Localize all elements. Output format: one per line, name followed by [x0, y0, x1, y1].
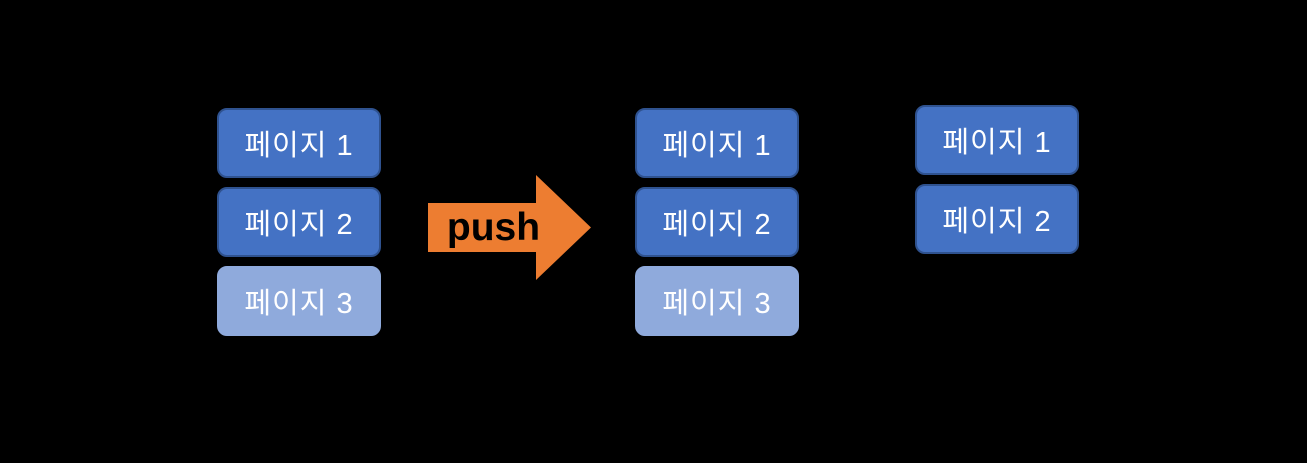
page-box-light: 페이지 3	[635, 266, 799, 336]
right-page-stack: 페이지 1 페이지 2	[915, 105, 1079, 254]
page-box-light: 페이지 3	[217, 266, 381, 336]
push-label: push	[446, 206, 541, 249]
page-box: 페이지 1	[217, 108, 381, 178]
page-box-label: 페이지 3	[244, 288, 354, 320]
page-box-label: 페이지 2	[662, 209, 772, 241]
page-box-label: 페이지 1	[662, 130, 772, 162]
page-box-label: 페이지 1	[244, 130, 354, 162]
page-box-label: 페이지 3	[662, 288, 772, 320]
page-box: 페이지 2	[635, 187, 799, 257]
page-box: 페이지 2	[915, 184, 1079, 254]
page-box: 페이지 1	[915, 105, 1079, 175]
page-box-label: 페이지 1	[942, 127, 1052, 159]
push-arrow: push	[428, 175, 591, 280]
page-box: 페이지 1	[635, 108, 799, 178]
page-box: 페이지 2	[217, 187, 381, 257]
page-box-label: 페이지 2	[942, 206, 1052, 238]
page-box-label: 페이지 2	[244, 209, 354, 241]
right-arrow-icon	[428, 175, 591, 280]
left-page-stack: 페이지 1 페이지 2 페이지 3	[217, 108, 381, 336]
middle-page-stack: 페이지 1 페이지 2 페이지 3	[635, 108, 799, 336]
